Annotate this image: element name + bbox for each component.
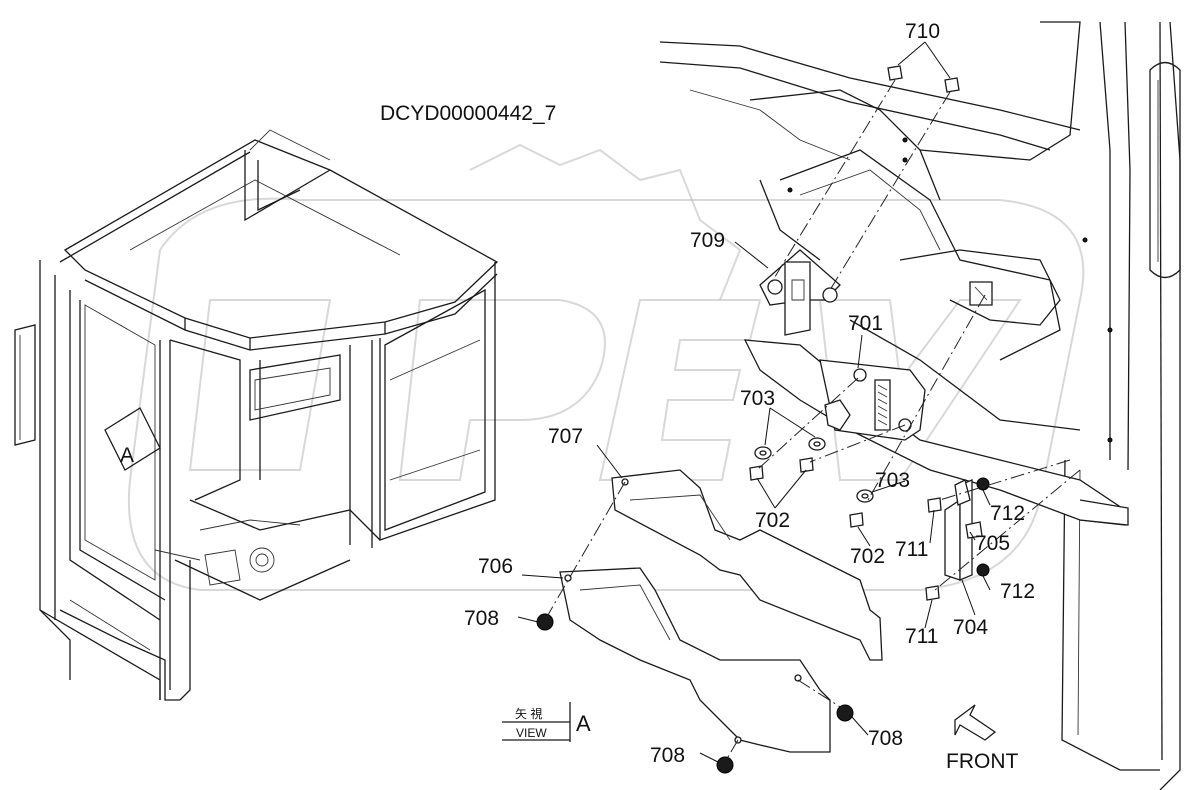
callout-710: 710: [905, 20, 940, 43]
cover-706: [559, 567, 831, 753]
latch-709: [759, 249, 841, 336]
cover-707: [611, 469, 883, 661]
view-a-box: 矢 視 VIEW A: [502, 702, 591, 742]
callout-708-bottom: 708: [650, 744, 685, 767]
front-label: FRONT: [946, 750, 1018, 773]
callout-704: 704: [953, 616, 988, 639]
bolts-702: [749, 457, 864, 528]
callout-708-left: 708: [464, 607, 499, 630]
view-box-letter: A: [576, 711, 591, 736]
view-box-kanji: 矢 視: [515, 706, 542, 721]
watermark: [127, 143, 1085, 591]
callout-702-left: 702: [755, 509, 790, 532]
front-arrow-icon: [954, 704, 997, 741]
callout-711-upper: 711: [895, 538, 928, 561]
view-a-arrow-letter: A: [120, 444, 134, 467]
callout-701: 701: [848, 312, 883, 335]
callout-708-right: 708: [868, 727, 903, 750]
callout-712-upper: 712: [990, 502, 1025, 525]
callout-712-lower: 712: [1000, 580, 1035, 603]
bolts-710: [887, 65, 960, 93]
callout-705: 705: [975, 532, 1010, 555]
callout-706: 706: [478, 555, 513, 578]
callout-711-lower: 711: [905, 625, 938, 648]
cab-corner-detail: [659, 21, 1181, 790]
alignment-lines: [544, 79, 1081, 763]
cab-assembly: [14, 129, 499, 701]
leader-lines: [517, 41, 991, 763]
callout-703-lower: 703: [875, 469, 910, 492]
diagram-code: DCYD00000442_7: [380, 102, 556, 125]
callout-702-right: 702: [850, 545, 885, 568]
callout-703-upper: 703: [740, 387, 775, 410]
lever-701: [743, 339, 1129, 526]
view-box-view: VIEW: [516, 726, 547, 740]
washers-703: [754, 437, 874, 503]
callout-707: 707: [548, 425, 583, 448]
callout-709: 709: [690, 229, 725, 252]
